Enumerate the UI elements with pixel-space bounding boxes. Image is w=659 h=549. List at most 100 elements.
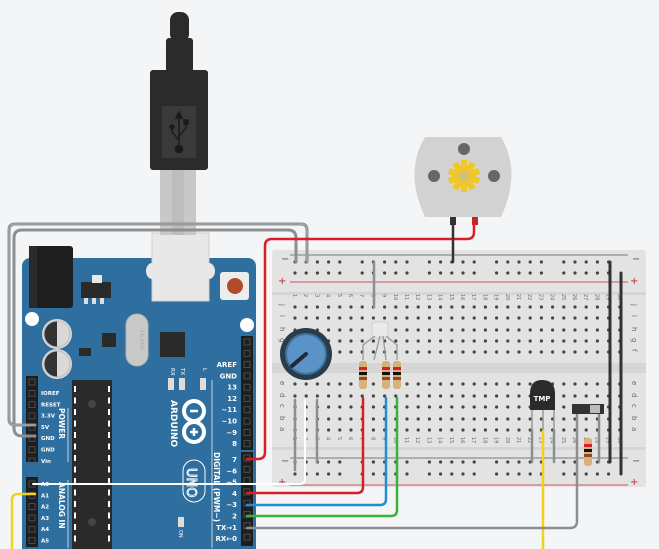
terminal-hole[interactable] bbox=[472, 428, 476, 432]
terminal-hole[interactable] bbox=[450, 405, 454, 409]
rail-hole[interactable] bbox=[495, 271, 499, 275]
terminal-hole[interactable] bbox=[371, 382, 375, 386]
header-pin[interactable] bbox=[243, 361, 251, 369]
terminal-hole[interactable] bbox=[327, 316, 331, 320]
rail-hole[interactable] bbox=[584, 472, 588, 476]
terminal-hole[interactable] bbox=[517, 316, 521, 320]
terminal-hole[interactable] bbox=[405, 417, 409, 421]
terminal-hole[interactable] bbox=[517, 405, 521, 409]
terminal-hole[interactable] bbox=[506, 394, 510, 398]
rail-hole[interactable] bbox=[539, 271, 544, 275]
wire-a1-tmp[interactable] bbox=[10, 492, 37, 549]
rail-hole[interactable] bbox=[495, 472, 499, 476]
rail-hole[interactable] bbox=[394, 271, 398, 275]
rail-hole[interactable] bbox=[517, 460, 521, 464]
terminal-hole[interactable] bbox=[506, 382, 510, 386]
terminal-hole[interactable] bbox=[483, 328, 487, 332]
terminal-hole[interactable] bbox=[427, 405, 431, 409]
terminal-hole[interactable] bbox=[293, 316, 297, 320]
rail-hole[interactable] bbox=[528, 260, 532, 264]
rail-hole[interactable] bbox=[584, 271, 588, 275]
rail-hole[interactable] bbox=[405, 260, 409, 264]
terminal-hole[interactable] bbox=[551, 316, 555, 320]
terminal-hole[interactable] bbox=[472, 382, 476, 386]
rail-hole[interactable] bbox=[293, 472, 297, 476]
terminal-hole[interactable] bbox=[439, 350, 443, 354]
terminal-hole[interactable] bbox=[349, 305, 353, 309]
terminal-hole[interactable] bbox=[450, 328, 454, 332]
terminal-hole[interactable] bbox=[562, 428, 566, 432]
rail-hole[interactable] bbox=[427, 260, 431, 264]
terminal-hole[interactable] bbox=[405, 339, 409, 343]
temperature-sensor[interactable]: TMP bbox=[530, 380, 555, 430]
terminal-hole[interactable] bbox=[517, 394, 521, 398]
terminal-hole[interactable] bbox=[427, 305, 431, 309]
terminal-hole[interactable] bbox=[483, 316, 487, 320]
terminal-hole[interactable] bbox=[405, 394, 409, 398]
terminal-hole[interactable] bbox=[562, 305, 566, 309]
header-pin[interactable] bbox=[28, 446, 36, 454]
rail-hole[interactable] bbox=[439, 460, 443, 464]
header-pin[interactable] bbox=[243, 338, 251, 346]
terminal-hole[interactable] bbox=[304, 382, 308, 386]
terminal-hole[interactable] bbox=[327, 394, 331, 398]
terminal-hole[interactable] bbox=[304, 316, 308, 320]
terminal-hole[interactable] bbox=[338, 394, 342, 398]
terminal-hole[interactable] bbox=[528, 350, 532, 354]
terminal-hole[interactable] bbox=[327, 382, 331, 386]
terminal-hole[interactable] bbox=[338, 350, 342, 354]
terminal-hole[interactable] bbox=[584, 350, 588, 354]
terminal-hole[interactable] bbox=[371, 339, 375, 343]
terminal-hole[interactable] bbox=[439, 417, 443, 421]
rail-hole[interactable] bbox=[472, 472, 476, 476]
rail-hole[interactable] bbox=[562, 472, 566, 476]
terminal-hole[interactable] bbox=[584, 382, 588, 386]
terminal-hole[interactable] bbox=[562, 417, 566, 421]
terminal-hole[interactable] bbox=[315, 394, 319, 398]
rail-hole[interactable] bbox=[383, 260, 387, 264]
rgb-led[interactable] bbox=[362, 321, 398, 361]
terminal-hole[interactable] bbox=[461, 339, 465, 343]
terminal-hole[interactable] bbox=[472, 394, 476, 398]
terminal-hole[interactable] bbox=[383, 394, 387, 398]
terminal-hole[interactable] bbox=[562, 382, 566, 386]
header-pin[interactable] bbox=[28, 389, 36, 397]
rail-hole[interactable] bbox=[338, 460, 342, 464]
terminal-hole[interactable] bbox=[349, 350, 353, 354]
switch-slider[interactable] bbox=[590, 405, 600, 413]
terminal-hole[interactable] bbox=[483, 382, 487, 386]
terminal-hole[interactable] bbox=[495, 417, 499, 421]
terminal-hole[interactable] bbox=[427, 350, 431, 354]
wires[interactable] bbox=[7, 220, 623, 549]
terminal-hole[interactable] bbox=[539, 305, 544, 309]
terminal-hole[interactable] bbox=[539, 328, 544, 332]
header-pin[interactable] bbox=[243, 440, 251, 448]
terminal-hole[interactable] bbox=[293, 382, 297, 386]
rail-hole[interactable] bbox=[315, 271, 319, 275]
terminal-hole[interactable] bbox=[394, 394, 398, 398]
terminal-hole[interactable] bbox=[349, 394, 353, 398]
terminal-hole[interactable] bbox=[439, 339, 443, 343]
terminal-hole[interactable] bbox=[349, 382, 353, 386]
terminal-hole[interactable] bbox=[528, 339, 532, 343]
terminal-hole[interactable] bbox=[573, 382, 577, 386]
terminal-hole[interactable] bbox=[439, 316, 443, 320]
terminal-hole[interactable] bbox=[416, 417, 420, 421]
terminal-hole[interactable] bbox=[495, 305, 499, 309]
terminal-hole[interactable] bbox=[483, 305, 487, 309]
terminal-hole[interactable] bbox=[439, 305, 443, 309]
terminal-hole[interactable] bbox=[416, 394, 420, 398]
terminal-hole[interactable] bbox=[517, 428, 521, 432]
rail-hole[interactable] bbox=[427, 460, 431, 464]
terminal-hole[interactable] bbox=[427, 394, 431, 398]
terminal-hole[interactable] bbox=[383, 305, 387, 309]
terminal-hole[interactable] bbox=[584, 394, 588, 398]
terminal-hole[interactable] bbox=[483, 394, 487, 398]
rail-hole[interactable] bbox=[405, 460, 409, 464]
rail-hole[interactable] bbox=[304, 271, 308, 275]
terminal-hole[interactable] bbox=[573, 350, 577, 354]
rail-hole[interactable] bbox=[506, 472, 510, 476]
terminal-hole[interactable] bbox=[416, 328, 420, 332]
terminal-hole[interactable] bbox=[461, 382, 465, 386]
terminal-hole[interactable] bbox=[427, 328, 431, 332]
